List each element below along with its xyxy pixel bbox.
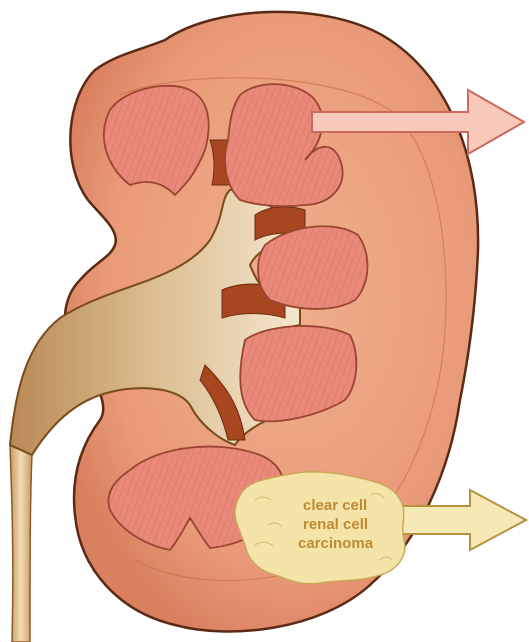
tumor-label-line-2: renal cell bbox=[303, 516, 368, 533]
tumor-label-line-3: carcinoma bbox=[298, 535, 374, 552]
tumor-label-line-1: clear cell bbox=[303, 497, 367, 514]
ureter bbox=[10, 445, 32, 642]
pyramid-right-upper bbox=[258, 226, 367, 309]
